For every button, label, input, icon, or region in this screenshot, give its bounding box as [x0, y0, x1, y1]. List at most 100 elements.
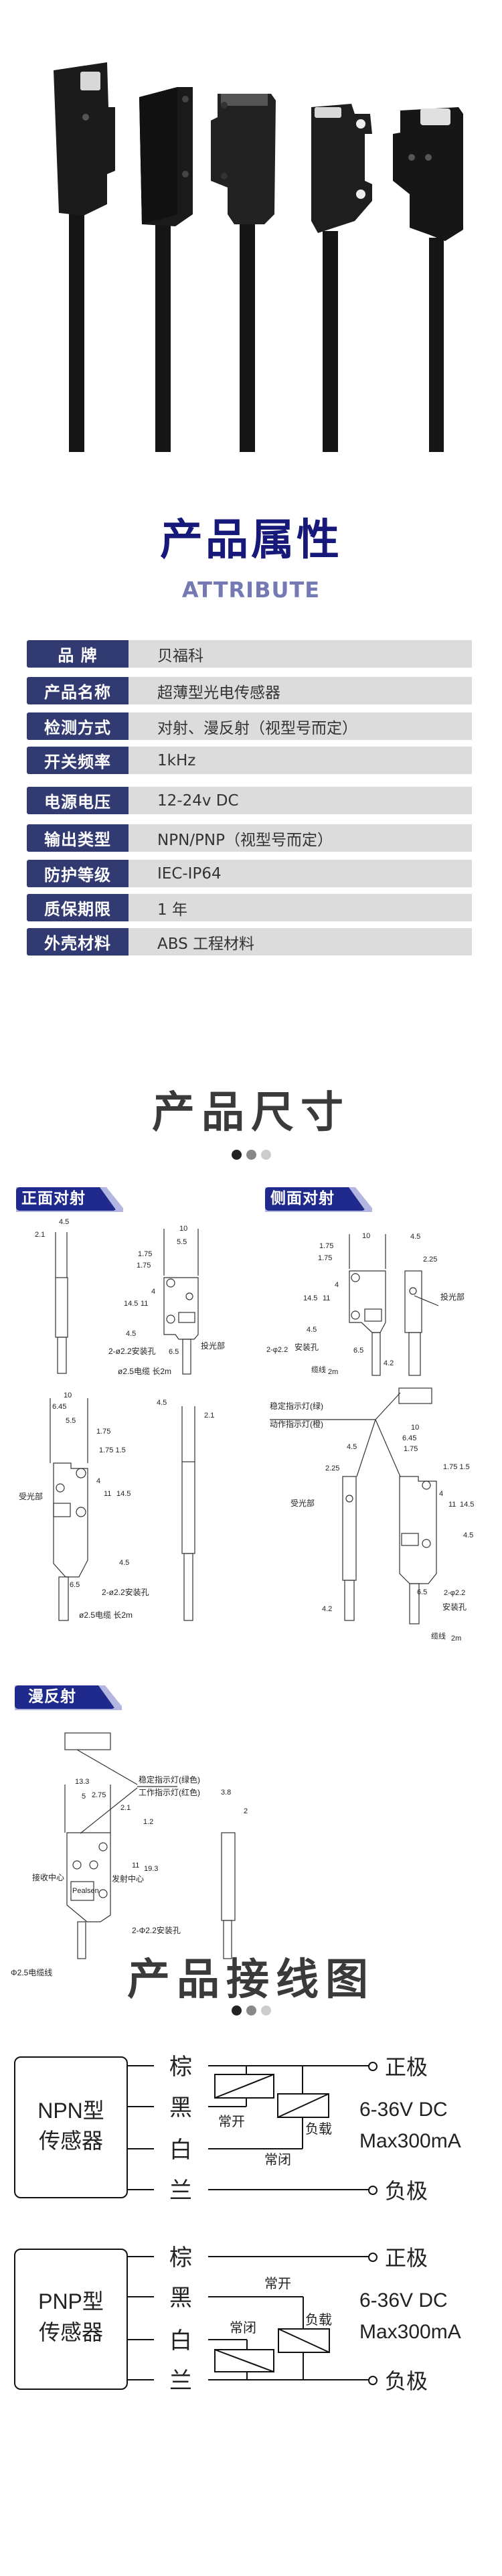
dot-icon — [231, 1150, 242, 1160]
dimension-label: 1.75 — [319, 1242, 333, 1250]
dimension-label: 2-φ2.2 — [444, 1589, 465, 1597]
negative-label: 负极 — [385, 2369, 428, 2393]
attribute-title: 产品属性 — [160, 516, 342, 565]
product-photo — [54, 62, 463, 452]
attribute-label: 质保期限 — [27, 894, 129, 921]
dot-icon — [246, 1150, 256, 1160]
dimension-label: 1.75 — [137, 1262, 151, 1270]
sensor-1 — [54, 62, 115, 216]
wire-color-brown: 棕 — [169, 2054, 192, 2080]
dot-icon — [260, 2005, 271, 2016]
sensor-5 — [393, 107, 463, 241]
normally-open-label: 常开 — [264, 2276, 291, 2291]
dimension-label: 安装孔 — [442, 1602, 467, 1612]
attribute-label: 防护等级 — [27, 860, 129, 887]
negative-terminal-icon — [368, 2376, 378, 2385]
dimension-label: 4 — [335, 1281, 339, 1289]
dimension-label: 11 — [132, 1862, 139, 1870]
attribute-subtitle: ATTRIBUTE — [181, 577, 321, 603]
sensor-4 — [311, 104, 372, 233]
dimension-label: 14.5 — [303, 1294, 317, 1302]
dimension-label: 1.75 1.5 — [443, 1463, 470, 1471]
attribute-row-detection: 检测方式对射、漫反射（视型号而定） — [27, 712, 472, 740]
dimension-label: 1.75 — [96, 1428, 110, 1436]
wire-color-blue: 兰 — [169, 2368, 192, 2394]
dimension-label: 11 — [141, 1300, 148, 1308]
dimension-label: Φ2.5电缆线 — [11, 1968, 52, 1977]
dimension-label: 4.5 — [119, 1559, 129, 1567]
negative-terminal-icon — [368, 2186, 378, 2195]
attribute-value: 对射、漫反射（视型号而定） — [129, 712, 472, 740]
attribute-value: IEC-IP64 — [129, 860, 472, 887]
dimension-label: 10 — [64, 1391, 72, 1399]
dimension-label: ø2.5电缆 长2m — [79, 1610, 133, 1620]
sensor-type-label: 传感器 — [39, 2320, 103, 2344]
attribute-label: 开关频率 — [27, 747, 129, 774]
sensor-cable — [323, 231, 338, 452]
drawing-side-receiver — [270, 1387, 437, 1624]
current-label: Max300mA — [359, 2130, 461, 2152]
section-dots — [0, 1150, 502, 1160]
voltage-label: 6-36V DC — [359, 2099, 448, 2121]
dimension-label: 4.5 — [157, 1399, 167, 1407]
dimension-label: 2.1 — [35, 1231, 45, 1239]
dimension-label: 14.5 — [460, 1501, 474, 1509]
normally-closed-label: 常闭 — [230, 2320, 256, 2336]
dimension-label: 4.5 — [307, 1326, 317, 1334]
dimension-label: 投光部 — [440, 1292, 465, 1302]
dot-icon — [246, 2005, 256, 2016]
sensor-type-label: PNP型 — [38, 2289, 104, 2314]
relay-icon — [214, 2074, 274, 2099]
dimension-label: 2m — [451, 1635, 461, 1643]
dimension-label: 5.5 — [177, 1238, 187, 1246]
dimension-label: 3.8 — [221, 1789, 231, 1797]
dimension-label: 4.2 — [384, 1359, 394, 1367]
section-dots — [0, 2005, 502, 2016]
drawing-front-side-view — [55, 1232, 68, 1374]
attribute-value: 1kHz — [129, 747, 472, 774]
attribute-value: 贝福科 — [129, 640, 472, 668]
dimension-label: 2-ø2.2安装孔 — [108, 1346, 156, 1356]
wiring-title: 产品接线图 — [127, 1955, 375, 2005]
dimension-label: 5 — [82, 1793, 86, 1801]
attribute-value: 1 年 — [129, 894, 472, 921]
dimension-label: 6.5 — [353, 1347, 363, 1355]
positive-terminal-icon — [368, 2253, 378, 2262]
wire-color-white: 白 — [169, 2137, 192, 2163]
dimension-label: 受光部 — [290, 1498, 315, 1508]
dimension-label: 2m — [328, 1368, 338, 1376]
dimension-label: 投光部 — [201, 1341, 225, 1351]
attribute-row-brand: 品 牌贝福科 — [27, 640, 472, 668]
dimension-label: 6.45 — [402, 1434, 416, 1442]
dimension-label: 1.75 — [404, 1445, 418, 1453]
dimension-label: 4.5 — [59, 1218, 69, 1226]
dimension-label: 1.2 — [143, 1818, 153, 1826]
drawing-front-front-view — [163, 1229, 199, 1375]
dimension-label: 4 — [96, 1477, 100, 1485]
dot-icon — [231, 2005, 242, 2016]
wire-color-black: 黑 — [169, 2095, 192, 2121]
dimension-drawings: 4.5 2.1 10 5.5 1.75 1.75 4 14.5 11 4.5 2-ø2.2安装孔 6.… — [11, 1218, 474, 1977]
dimension-label: 受光部 — [19, 1491, 43, 1501]
dimension-label: 缆线 — [311, 1365, 326, 1374]
current-label: Max300mA — [359, 2321, 461, 2343]
dimension-label: 2.25 — [423, 1256, 437, 1264]
dimension-label: 2.25 — [325, 1464, 339, 1472]
dimension-label: 2.1 — [120, 1804, 131, 1812]
dimension-label: 19.3 — [144, 1865, 158, 1873]
positive-label: 正极 — [385, 2246, 428, 2270]
dimension-label: 4.5 — [463, 1531, 473, 1539]
load-label: 负载 — [305, 2312, 332, 2328]
dimension-label: 2 — [244, 1807, 248, 1815]
dimension-label: 6.5 — [417, 1588, 427, 1596]
dimension-label: ø2.5电缆 长2m — [118, 1367, 171, 1376]
attribute-label: 电源电压 — [27, 787, 129, 814]
voltage-label: 6-36V DC — [359, 2289, 448, 2312]
dimension-label: 10 — [411, 1424, 419, 1432]
dimension-label: 6.5 — [169, 1348, 179, 1356]
dimension-label: 11 — [323, 1294, 330, 1302]
attribute-label: 品 牌 — [27, 640, 129, 668]
dimension-label: 2.1 — [204, 1412, 214, 1420]
